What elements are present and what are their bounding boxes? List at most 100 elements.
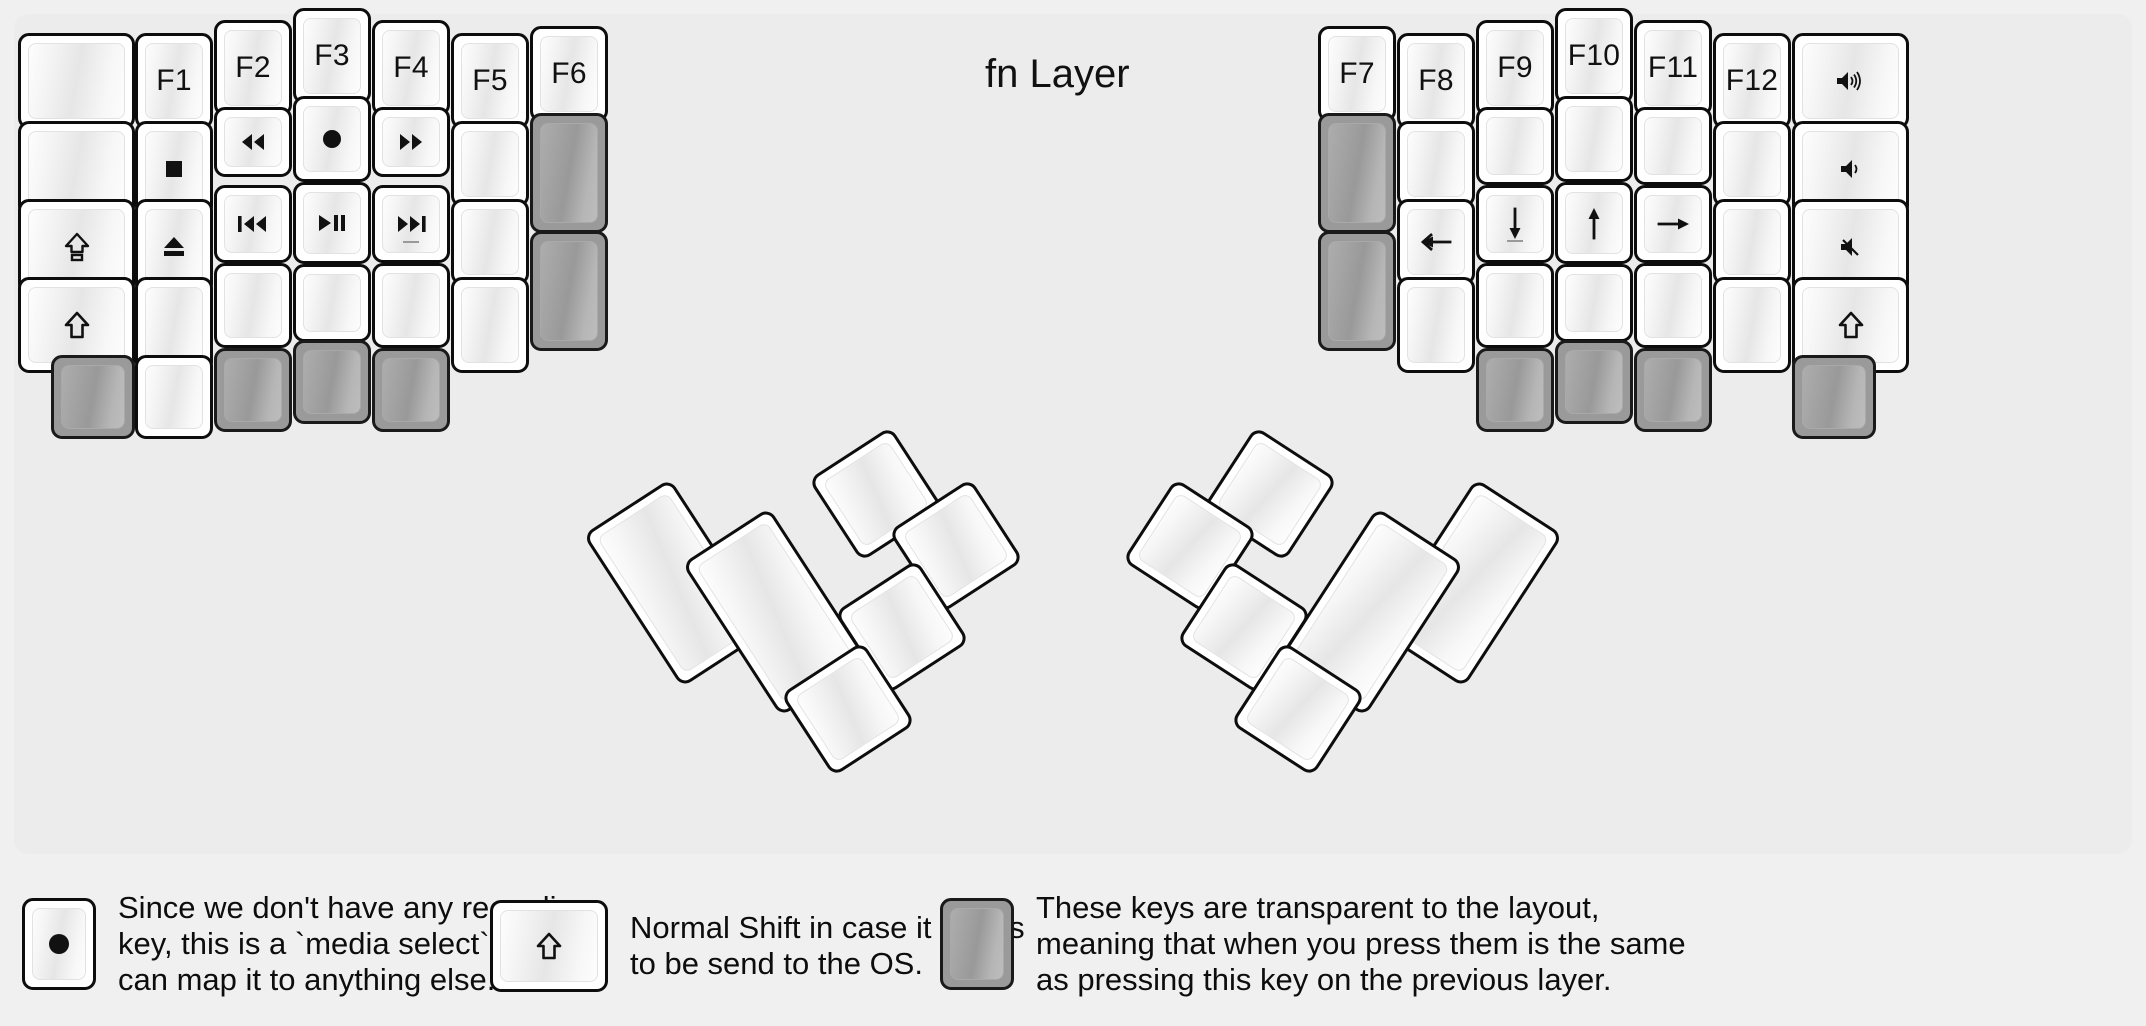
- keycap-face: F2: [224, 30, 282, 106]
- key-right-c3-r5-transparent[interactable]: [1476, 348, 1554, 432]
- keycap-face: [1407, 131, 1465, 197]
- key-right-c5-r3-arrow-right[interactable]: [1634, 185, 1712, 263]
- keycap-face: [382, 195, 440, 253]
- key-right-c1-r1-f7[interactable]: F7: [1318, 26, 1396, 122]
- key-right-c5-r5-transparent[interactable]: [1634, 348, 1712, 432]
- keycap-face: F11: [1644, 30, 1702, 106]
- key-right-c3-r2[interactable]: [1476, 107, 1554, 185]
- shift-icon: [536, 931, 562, 961]
- key-left-c3-r3-previous[interactable]: [214, 185, 292, 263]
- key-right-c4-r5-transparent[interactable]: [1555, 340, 1633, 424]
- key-right-c3-r3-arrow-down[interactable]: [1476, 185, 1554, 263]
- key-right-c7-r1-volume-up[interactable]: [1792, 33, 1909, 129]
- key-left-c7-r1-f6[interactable]: F6: [530, 26, 608, 122]
- key-right-c3-r4[interactable]: [1476, 263, 1554, 348]
- key-left-c5-r4[interactable]: [372, 263, 450, 348]
- keycap-face: [224, 195, 282, 253]
- key-left-c6-r2[interactable]: [451, 121, 529, 207]
- keycap-face: [500, 910, 598, 982]
- legend-item-shift: Normal Shift in case it needs to be send…: [490, 900, 1025, 992]
- media-next-icon: [392, 214, 430, 234]
- key-left-c6-r4[interactable]: [451, 277, 529, 373]
- arrow-down-icon: [1504, 206, 1526, 242]
- key-underline-marker: [1507, 240, 1523, 242]
- key-right-c6-r1-f12[interactable]: F12: [1713, 33, 1791, 129]
- key-label: F11: [1647, 51, 1699, 84]
- key-right-c7-r5-transparent[interactable]: [1792, 355, 1876, 439]
- key-left-c1-r1[interactable]: [18, 33, 135, 129]
- key-left-c3-r4[interactable]: [214, 263, 292, 348]
- keycap-face: [461, 209, 519, 275]
- keycap-face: F3: [303, 18, 361, 94]
- key-right-c6-r2[interactable]: [1713, 121, 1791, 207]
- key-left-c1-r5-transparent[interactable]: [51, 355, 135, 439]
- keycap-face: F8: [1407, 43, 1465, 119]
- keycap-face: [1644, 195, 1702, 253]
- key-left-c6-r3[interactable]: [451, 199, 529, 285]
- key-label: F10: [1567, 39, 1621, 72]
- keycap-face: [1802, 131, 1899, 207]
- legend-text-transparent: These keys are transparent to the layout…: [1036, 890, 1686, 997]
- keycap-face: [1644, 117, 1702, 175]
- legend-key-transparent[interactable]: [940, 897, 1014, 990]
- keycap-face: F10: [1565, 18, 1623, 94]
- key-label: F12: [1725, 64, 1779, 97]
- key-right-c4-r2[interactable]: [1555, 96, 1633, 182]
- keycap-face: [303, 106, 361, 172]
- key-right-c1-r3-transparent[interactable]: [1318, 231, 1396, 351]
- key-right-c5-r2[interactable]: [1634, 107, 1712, 185]
- key-label: F6: [551, 57, 587, 90]
- key-right-c2-r1-f8[interactable]: F8: [1397, 33, 1475, 129]
- key-right-c4-r3-arrow-up[interactable]: [1555, 182, 1633, 264]
- key-left-c4-r5-transparent[interactable]: [293, 340, 371, 424]
- key-left-c5-r2-fast-forward[interactable]: [372, 107, 450, 177]
- legend-key-record[interactable]: [22, 897, 96, 990]
- keycap-face: [224, 273, 282, 338]
- key-right-c5-r4[interactable]: [1634, 263, 1712, 348]
- key-left-c5-r3-next[interactable]: [372, 185, 450, 263]
- key-right-c5-r1-f11[interactable]: F11: [1634, 20, 1712, 116]
- key-right-c4-r4[interactable]: [1555, 264, 1633, 342]
- key-right-c1-r2-transparent[interactable]: [1318, 113, 1396, 233]
- key-left-c3-r5-transparent[interactable]: [214, 348, 292, 432]
- keycap-face: F7: [1328, 36, 1386, 112]
- keycap-face: [28, 131, 125, 207]
- key-left-c4-r3-play-pause[interactable]: [293, 182, 371, 264]
- keycap-face: [28, 287, 125, 363]
- keycap-face: [461, 131, 519, 197]
- keycap-face: F9: [1486, 30, 1544, 106]
- key-left-c2-r1-f1[interactable]: F1: [135, 33, 213, 129]
- key-label: F2: [235, 51, 271, 84]
- legend-key-shift[interactable]: [490, 900, 608, 992]
- key-left-c2-r5[interactable]: [135, 355, 213, 439]
- key-left-c3-r2-rewind[interactable]: [214, 107, 292, 177]
- arrow-up-icon: [1583, 205, 1605, 241]
- key-left-c4-r2-record[interactable]: [293, 96, 371, 182]
- keycap-face: [145, 209, 203, 285]
- key-left-c4-r1-f3[interactable]: F3: [293, 8, 371, 104]
- key-left-c3-r1-f2[interactable]: F2: [214, 20, 292, 116]
- caps-lock-icon: [64, 232, 90, 262]
- key-right-c2-r2[interactable]: [1397, 121, 1475, 207]
- key-right-c2-r3-arrow-left[interactable]: [1397, 199, 1475, 285]
- media-stop-icon: [163, 158, 185, 180]
- key-left-c7-r2-transparent[interactable]: [530, 113, 608, 233]
- keycap-face: [1802, 43, 1899, 119]
- key-underline-marker: [403, 241, 419, 243]
- key-left-c4-r4[interactable]: [293, 264, 371, 342]
- key-right-c6-r3[interactable]: [1713, 199, 1791, 285]
- key-right-c2-r4[interactable]: [1397, 277, 1475, 373]
- key-left-c5-r5-transparent[interactable]: [372, 348, 450, 432]
- keycap-face: [461, 287, 519, 363]
- media-eject-icon: [161, 235, 187, 259]
- key-label: F9: [1497, 51, 1533, 84]
- key-left-c6-r1-f5[interactable]: F5: [451, 33, 529, 129]
- key-right-c6-r4[interactable]: [1713, 277, 1791, 373]
- keycap-face: F12: [1723, 43, 1781, 119]
- key-right-c4-r1-f10[interactable]: F10: [1555, 8, 1633, 104]
- key-right-c3-r1-f9[interactable]: F9: [1476, 20, 1554, 116]
- keycap-face: [382, 117, 440, 167]
- key-left-c5-r1-f4[interactable]: F4: [372, 20, 450, 116]
- key-left-c7-r3-transparent[interactable]: [530, 231, 608, 351]
